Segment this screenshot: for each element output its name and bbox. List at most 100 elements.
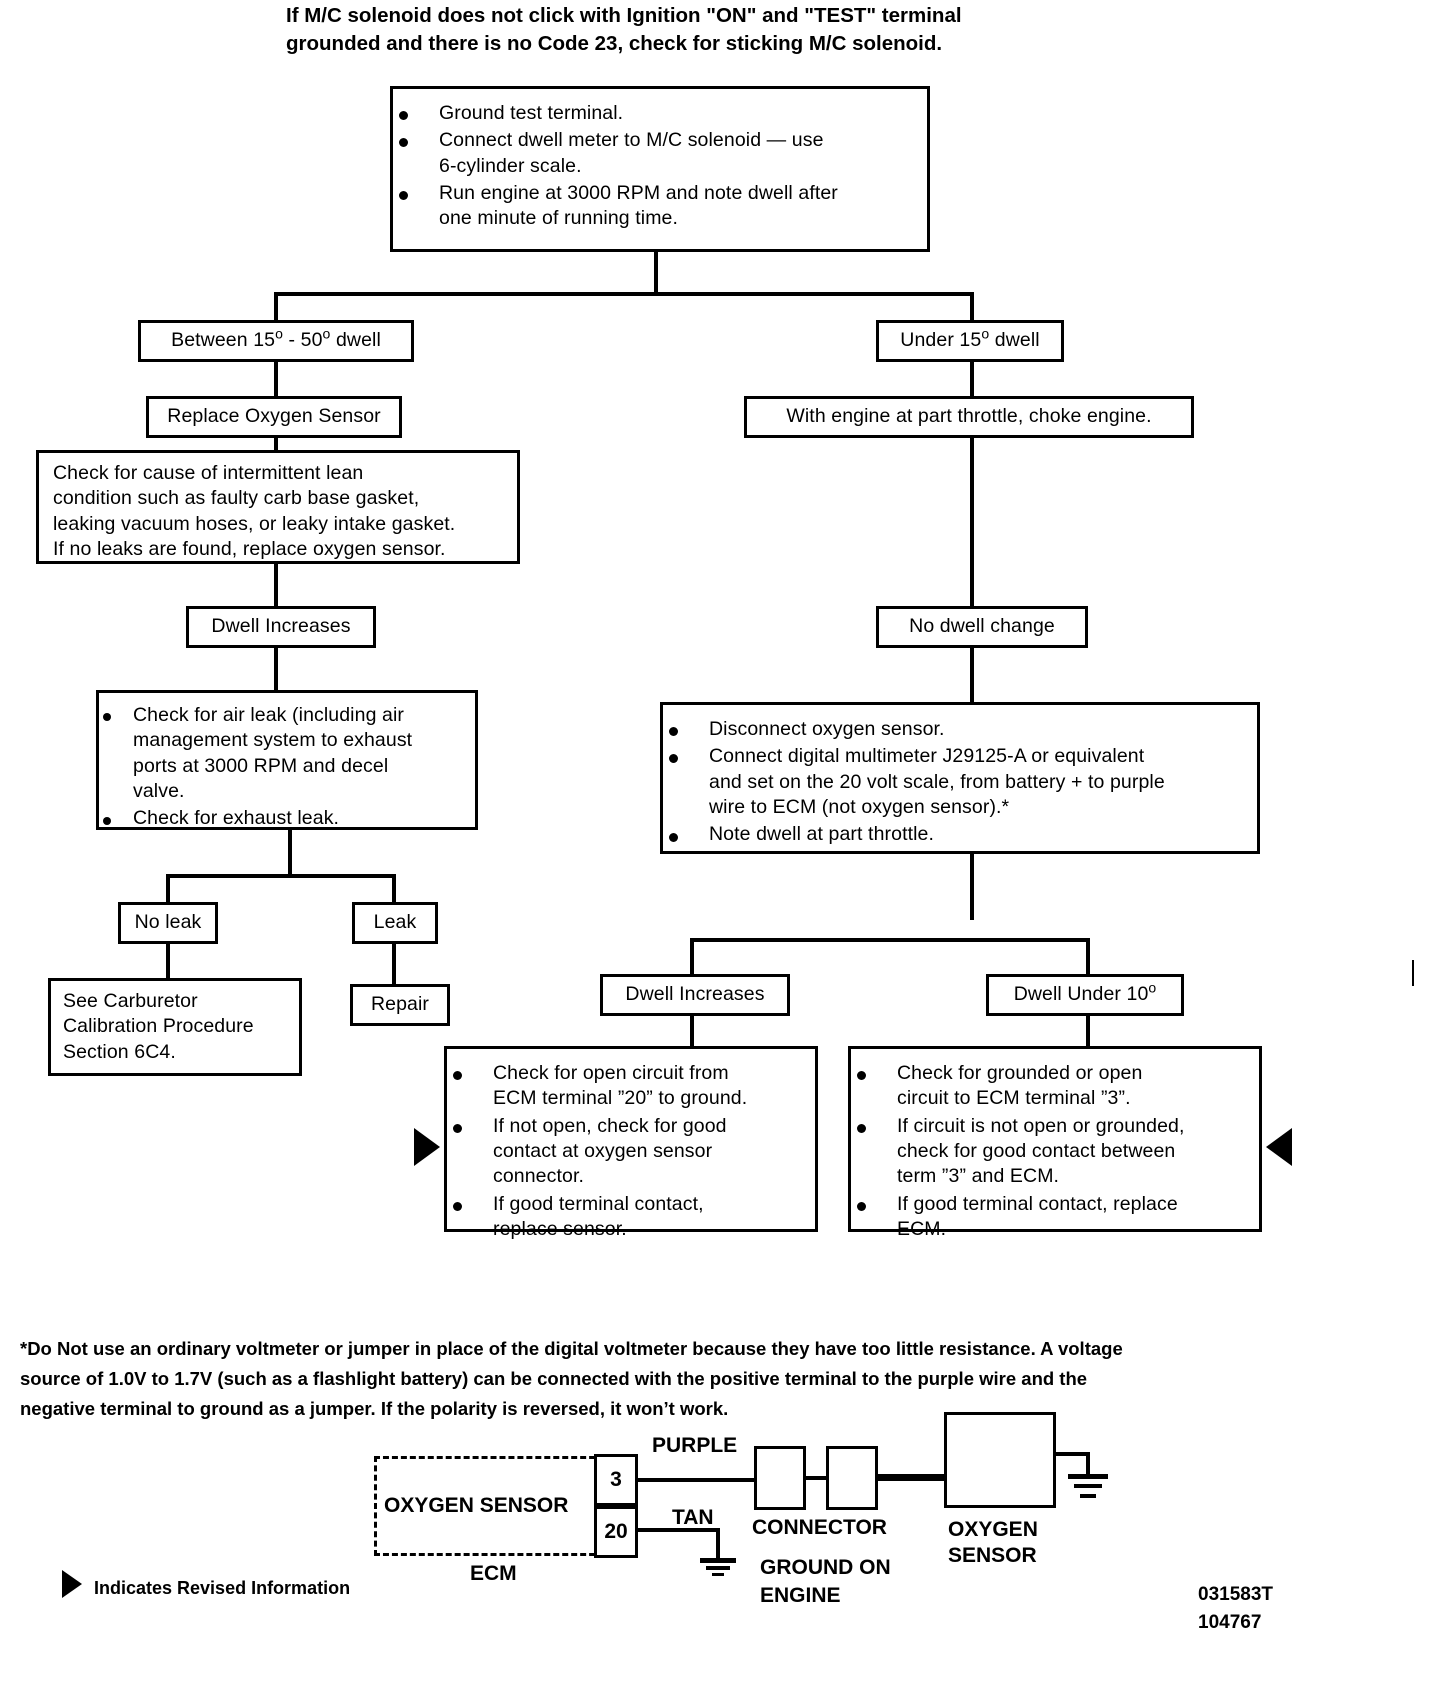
carb-line-3: Section 6C4.: [63, 1040, 176, 1063]
connector-multimeter-down: [970, 854, 974, 920]
sensor-ground-bar-3: [1080, 1494, 1096, 1498]
connector-dwellunder10-to-box: [1086, 1016, 1090, 1050]
footnote-line-3: negative terminal to ground as a jumper.…: [20, 1398, 729, 1419]
node-dwell-under-10: Dwell Under 10o: [986, 974, 1184, 1016]
oxygen-sensor-enclosure-label: OXYGEN SENSOR: [384, 1494, 569, 1517]
page-code-1: 031583T: [1198, 1584, 1274, 1605]
tan-wire-drop: [716, 1528, 720, 1560]
connector-block-left: [754, 1446, 806, 1510]
node-repair: Repair: [350, 984, 450, 1026]
terminal-pin-3: 3: [594, 1454, 638, 1506]
oxygen-sensor-body-label-line2: SENSOR: [948, 1544, 1037, 1567]
node-grounded-circuit-check: Check for grounded or open circuit to EC…: [848, 1046, 1262, 1240]
check-intermittent-line-3: leaking vacuum hoses, or leaky intake ga…: [53, 512, 456, 535]
connector-dwellincright-to-box: [690, 1016, 694, 1050]
legend-label: Indicates Revised Information: [94, 1578, 351, 1598]
grounded-circuit-bullet-2: If circuit is not open or grounded, chec…: [851, 1114, 1259, 1190]
oxygen-sensor-body-label-line1: OXYGEN: [948, 1518, 1038, 1541]
connector-between-to-replace: [274, 362, 278, 398]
connector-choke-to-nodwell: [970, 438, 974, 608]
grounded-circuit-bullet-3: If good terminal contact, replace ECM.: [851, 1192, 1259, 1243]
air-leak-bullet-2: Check for exhaust leak.: [99, 806, 475, 831]
node-check-intermittent: Check for cause of intermittent lean con…: [36, 450, 520, 564]
connector-label: CONNECTOR: [752, 1516, 887, 1539]
node-leak: Leak: [352, 902, 438, 944]
node-dwell-increases-left: Dwell Increases: [186, 606, 376, 648]
page-code-2: 104767: [1198, 1612, 1262, 1633]
grounded-circuit-bullet-1: Check for grounded or open circuit to EC…: [851, 1061, 1259, 1112]
multimeter-bullet-2: Connect digital multimeter J29125-A or e…: [663, 744, 1257, 820]
node-see-carburetor: See Carburetor Calibration Procedure Sec…: [48, 978, 302, 1076]
connector-start-down: [654, 252, 658, 294]
oxygen-sensor-body: [944, 1412, 1056, 1508]
connector-under-to-choke: [970, 362, 974, 398]
check-intermittent-line-4: If no leaks are found, replace oxygen se…: [53, 538, 446, 561]
purple-wire-label: PURPLE: [652, 1434, 738, 1457]
tan-wire-line: [638, 1528, 720, 1532]
tan-ground-bar-1: [700, 1558, 736, 1563]
node-dwell-increases-right: Dwell Increases: [600, 974, 790, 1016]
ecm-label: ECM: [470, 1562, 517, 1585]
node-choke-engine: With engine at part throttle, choke engi…: [744, 396, 1194, 438]
legend-revision-arrow-icon: [62, 1570, 82, 1598]
connector-bottom-split: [690, 938, 1090, 942]
connector-check-to-dwellinc: [274, 564, 278, 608]
connector-to-under: [970, 292, 974, 322]
node-replace-oxygen-sensor: Replace Oxygen Sensor: [146, 396, 402, 438]
revision-arrow-left-icon: [414, 1128, 440, 1166]
open-circuit-bullet-3: If good terminal contact, replace sensor…: [447, 1192, 815, 1243]
connector-to-dwellinc-right: [690, 938, 694, 978]
connector-to-sensor-wire: [878, 1474, 944, 1481]
node-multimeter-check: Disconnect oxygen sensor. Connect digita…: [660, 702, 1260, 854]
connector-split-horizontal: [274, 292, 974, 296]
footnote-line-2: source of 1.0V to 1.7V (such as a flashl…: [20, 1368, 1088, 1389]
connector-airleak-down: [288, 830, 292, 878]
header-line-1: If M/C solenoid does not click with Igni…: [286, 4, 962, 27]
multimeter-bullet-3: Note dwell at part throttle.: [663, 822, 1257, 847]
connector-noleak-to-carb: [166, 944, 170, 980]
carb-line-2: Calibration Procedure: [63, 1015, 254, 1038]
margin-tick-right: [1412, 960, 1414, 986]
connector-to-noleak: [166, 874, 170, 904]
connector-to-dwellunder10: [1086, 938, 1090, 978]
ground-on-label: GROUND ON: [760, 1556, 891, 1579]
terminal-pin-20: 20: [594, 1506, 638, 1558]
purple-wire-line: [638, 1478, 754, 1482]
revision-arrow-right-icon: [1266, 1128, 1292, 1166]
connector-nodwell-to-multimeter: [970, 648, 974, 704]
sensor-ground-bar-2: [1074, 1484, 1102, 1488]
connector-to-leak: [392, 874, 396, 904]
air-leak-bullet-1: Check for air leak (including air manage…: [99, 703, 475, 804]
engine-label: ENGINE: [760, 1584, 841, 1607]
connector-block-right: [826, 1446, 878, 1510]
node-no-leak: No leak: [118, 902, 218, 944]
tan-wire-label: TAN: [672, 1506, 714, 1529]
open-circuit-bullet-1: Check for open circuit from ECM terminal…: [447, 1061, 815, 1112]
multimeter-bullet-1: Disconnect oxygen sensor.: [663, 717, 1257, 742]
connector-replace-to-check: [274, 438, 278, 452]
connector-dwellinc-to-airleak: [274, 648, 278, 694]
check-intermittent-line-2: condition such as faulty carb base gaske…: [53, 487, 420, 510]
open-circuit-bullet-2: If not open, check for good contact at o…: [447, 1114, 815, 1190]
start-instructions-box: Ground test terminal. Connect dwell mete…: [390, 86, 930, 252]
tan-ground-bar-3: [712, 1573, 724, 1576]
connector-leak-to-repair: [392, 944, 396, 984]
header-line-2: grounded and there is no Code 23, check …: [286, 32, 943, 55]
check-intermittent-line-1: Check for cause of intermittent lean: [53, 462, 364, 484]
node-under-dwell: Under 15o dwell: [876, 320, 1064, 362]
sensor-ground-bar-1: [1068, 1474, 1108, 1479]
node-open-circuit-check: Check for open circuit from ECM terminal…: [444, 1046, 818, 1240]
sensor-ground-drop: [1086, 1452, 1090, 1478]
carb-line-1: See Carburetor: [63, 990, 198, 1012]
connector-leak-split: [166, 874, 396, 878]
start-bullet-1: Ground test terminal.: [393, 101, 927, 126]
node-air-leak-check: Check for air leak (including air manage…: [96, 690, 478, 830]
node-no-dwell-change: No dwell change: [876, 606, 1088, 648]
sensor-ground-wire: [1056, 1452, 1090, 1456]
node-between-dwell: Between 15o - 50o dwell: [138, 320, 414, 362]
start-bullet-2: Connect dwell meter to M/C solenoid — us…: [393, 128, 927, 179]
tan-ground-bar-2: [706, 1566, 730, 1570]
connector-gap-wire: [806, 1476, 828, 1480]
footnote-line-1: *Do Not use an ordinary voltmeter or jum…: [20, 1338, 1123, 1359]
